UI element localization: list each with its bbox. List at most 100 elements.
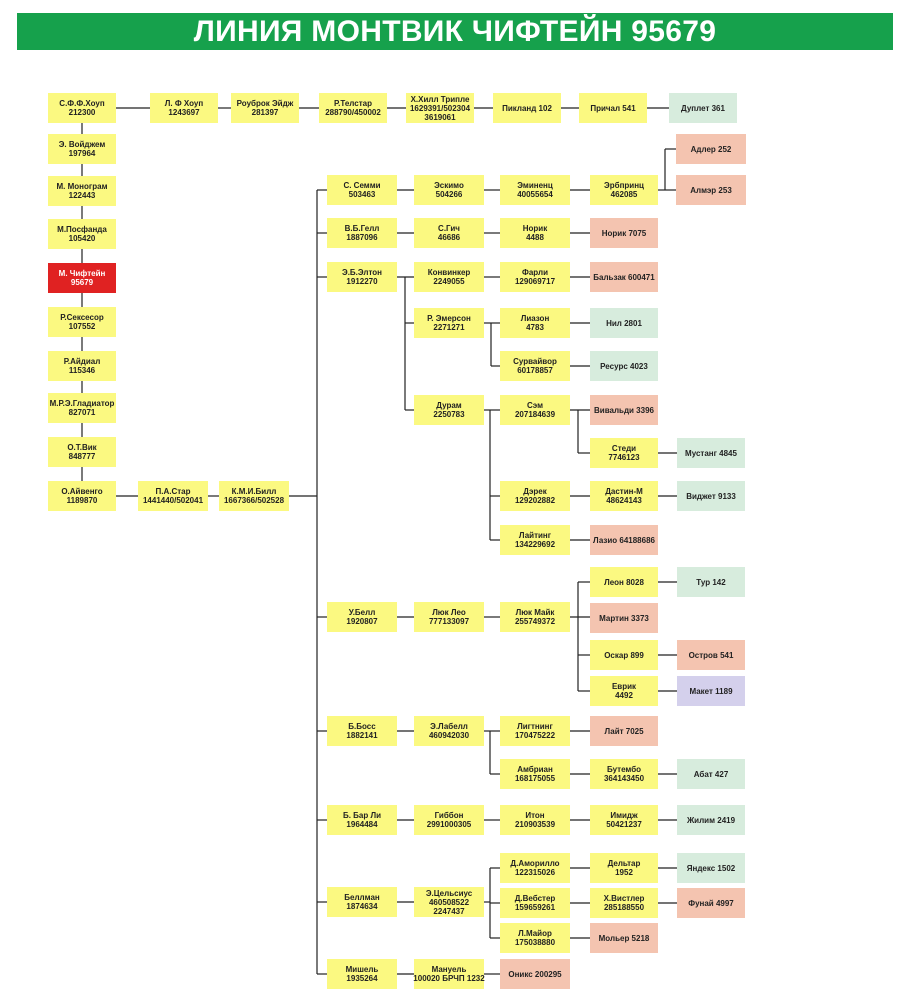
node-id: 255749372 [514,617,556,626]
node-name: О.Айвенго [61,487,103,496]
node-id: 777133097 [428,617,470,626]
node-name: Р.Айдиал [63,357,101,366]
bull-node-layt: Лайт 7025 [590,716,658,746]
node-id: 2249055 [433,277,465,286]
node-name: Мольер 5218 [598,933,650,943]
node-name: Л.Майор [518,929,552,938]
node-name: Тур 142 [696,577,726,587]
node-id: 1964484 [346,820,378,829]
node-name: Бальзак 600471 [593,272,655,282]
node-id: 2250783 [433,410,465,419]
node-id: 285188550 [603,903,645,912]
node-name: Причал 541 [590,103,636,113]
bull-node-funay: Фунай 4997 [677,888,745,918]
node-name: П.А.Стар [155,487,191,496]
node-name: Роуброк Эйдж [236,99,294,108]
node-name: Норик 7075 [601,228,647,238]
node-id: 1189870 [66,496,98,505]
node-name: Алмэр 253 [690,185,732,195]
node-id: 503463 [348,190,376,199]
node-name: Конвинкер [427,268,471,277]
node-name: Л. Ф Хоуп [164,99,204,108]
node-id: 2991000305 [426,820,472,829]
node-name: Леон 8028 [604,577,644,587]
node-id: 115346 [68,366,96,375]
node-name: Мишель [345,965,379,974]
node-id: 122315026 [514,868,556,877]
node-id: 212300 [68,108,96,117]
node-name: Адлер 252 [690,144,732,154]
node-id: 1887096 [346,233,378,242]
node-name: Эрбпринц [604,181,644,190]
bull-node-pikland: Пикланд 102 [493,93,561,123]
bull-node-adler: Адлер 252 [676,134,746,164]
node-id: 281397 [251,108,279,117]
bull-node-ostrov: Остров 541 [677,640,745,670]
node-name: Д.Вебстер [514,894,556,903]
bull-node-balzak: Бальзак 600471 [590,262,658,292]
node-id: 4488 [526,233,544,242]
node-id: 462085 [610,190,638,199]
node-name: Люк Майк [515,608,555,617]
bull-node-nil: Нил 2801 [590,308,658,338]
node-name: О.Т.Вик [67,443,97,452]
node-name: Амбриан [517,765,553,774]
node-name: Жилим 2419 [686,815,736,825]
node-name: Сурвайвор [513,357,557,366]
bull-node-latsio: Лазио 64188686 [590,525,658,555]
bull-node-maket: Макет 1189 [677,676,745,706]
node-id: 170475222 [514,731,556,740]
node-name: М.Посфанда [57,225,107,234]
node-id: 46686 [437,233,461,242]
bull-node-zhilim: Жилим 2419 [677,805,745,835]
node-name: Ресурс 4023 [600,361,648,371]
node-id: 288790/450002 [325,108,381,117]
node-id: 1667366/502528 [223,496,285,505]
node-id: 1935264 [346,974,378,983]
node-id: 1874634 [346,902,378,911]
node-id: 2271271 [433,323,465,332]
node-id: 460508522 [428,897,470,907]
node-id: 129202882 [514,496,556,505]
node-name: Макет 1189 [689,686,733,696]
node-name: Фунай 4997 [688,898,734,908]
node-name: К.М.И.Билл [231,487,277,496]
bull-node-almer: Алмэр 253 [676,175,746,205]
node-name: Остров 541 [688,650,734,660]
node-name: Дельтар [607,859,641,868]
node-id: 207184639 [514,410,556,419]
node-name: Р.Телстар [334,99,372,108]
node-id: 1243697 [168,108,200,117]
node-name: Гиббон [434,811,464,820]
node-name: Сэм [526,401,543,410]
node-name: Лайтинг [518,531,552,540]
node-id: 129069717 [514,277,556,286]
node-id: 105420 [68,234,96,243]
node-id: 7746123 [608,453,640,462]
node-name: Мартин 3373 [599,613,649,623]
node-name: Вивальди 3396 [594,405,654,415]
node-id: 48624143 [606,496,642,505]
node-name: Р. Эмерсон [427,314,471,323]
node-name: Э.Лабелл [430,722,468,731]
